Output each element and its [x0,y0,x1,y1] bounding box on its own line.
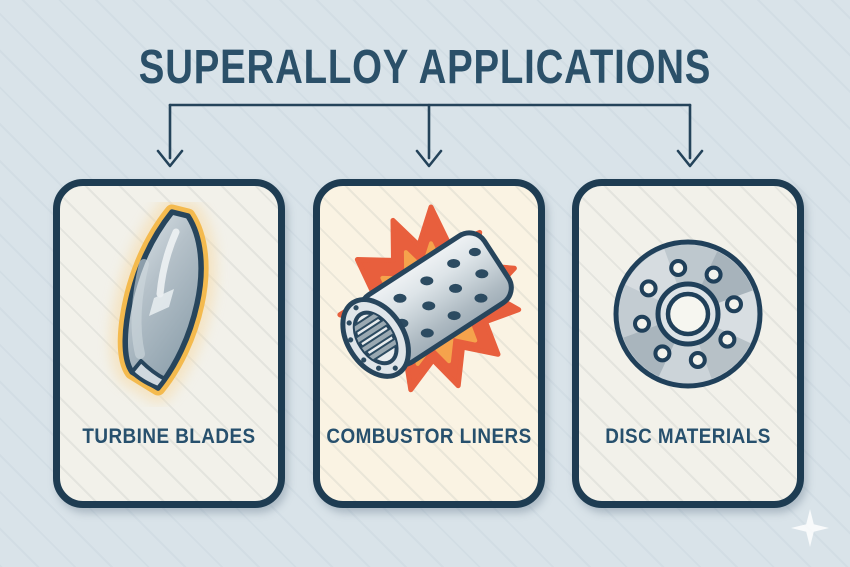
combustor-liner-icon [337,204,522,393]
disc-icon [613,239,763,389]
card-combustor-liners: COMBUSTOR LINERS [313,179,545,508]
card-disc-materials: DISC MATERIALS [572,179,804,508]
card-label-turbine-blades: TURBINE BLADES [82,425,256,448]
arrow-down-icon [415,149,443,168]
card-label-disc-materials: DISC MATERIALS [605,425,771,448]
sparkle-icon [791,509,829,547]
card-turbine-blades: TURBINE BLADES [53,179,285,508]
arrow-down-icon [676,149,704,168]
card-label-combustor-liners: COMBUSTOR LINERS [326,425,532,448]
page-title: SUPERALLOY APPLICATIONS [138,40,712,94]
turbine-blade-icon [110,202,217,403]
arrow-down-icon [156,149,184,168]
